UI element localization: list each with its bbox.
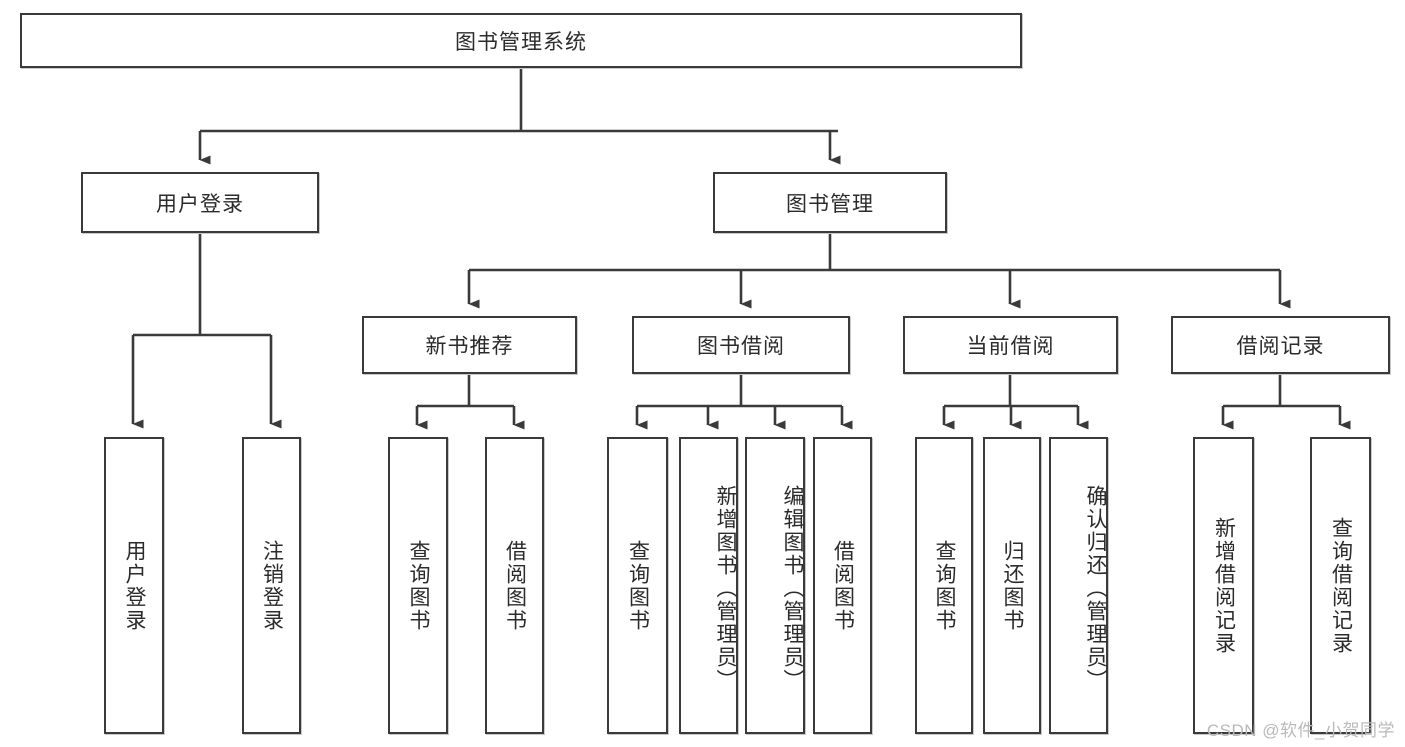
node-label: 归还图书 <box>1001 539 1025 632</box>
leaf-add-borrow-record[interactable]: 新增借阅记录 <box>1193 437 1254 734</box>
node-label: 当前借阅 <box>966 335 1055 358</box>
leaf-logout[interactable]: 注销登录 <box>242 437 301 734</box>
node-label: 借阅图书 <box>831 539 855 632</box>
node-root-system[interactable]: 图书管理系统 <box>20 13 1022 68</box>
leaf-query-book-recommend[interactable]: 查询图书 <box>388 437 448 734</box>
node-label: 注销登录 <box>260 539 284 632</box>
node-label: 新书推荐 <box>425 335 514 358</box>
leaf-confirm-return-admin[interactable]: 确认归还（管理员） <box>1049 437 1108 734</box>
node-label: 查询借阅记录 <box>1329 516 1353 655</box>
leaf-return-book[interactable]: 归还图书 <box>983 437 1041 734</box>
node-label: 查询图书 <box>626 539 650 632</box>
node-new-book-recommend[interactable]: 新书推荐 <box>362 316 577 374</box>
node-label: 编辑图书（管理员） <box>781 485 804 692</box>
node-label: 图书借阅 <box>697 335 785 358</box>
leaf-query-book-current[interactable]: 查询图书 <box>915 437 973 734</box>
leaf-user-login[interactable]: 用户登录 <box>104 437 164 734</box>
leaf-borrow-book[interactable]: 借阅图书 <box>813 437 872 734</box>
node-current-borrow[interactable]: 当前借阅 <box>903 316 1118 374</box>
node-label: 确认归还（管理员） <box>1084 485 1107 692</box>
leaf-borrow-book-recommend[interactable]: 借阅图书 <box>485 437 544 734</box>
node-book-management[interactable]: 图书管理 <box>713 172 947 233</box>
leaf-query-book-borrow[interactable]: 查询图书 <box>607 437 668 734</box>
node-label: 新增图书（管理员） <box>714 485 737 692</box>
node-label: 借阅图书 <box>503 539 527 632</box>
node-user-login[interactable]: 用户登录 <box>81 172 319 233</box>
node-label: 借阅记录 <box>1236 335 1325 358</box>
node-label: 用户登录 <box>156 192 244 216</box>
node-label: 新增借阅记录 <box>1212 516 1236 655</box>
node-label: 查询图书 <box>407 539 431 632</box>
node-borrow-records[interactable]: 借阅记录 <box>1171 316 1390 374</box>
leaf-edit-book-admin[interactable]: 编辑图书（管理员） <box>745 437 805 734</box>
leaf-add-book-admin[interactable]: 新增图书（管理员） <box>679 437 738 734</box>
node-label: 图书管理系统 <box>455 30 587 54</box>
node-label: 图书管理 <box>786 192 874 216</box>
node-label: 查询图书 <box>933 539 957 632</box>
leaf-query-borrow-record[interactable]: 查询借阅记录 <box>1310 437 1371 734</box>
node-book-borrow[interactable]: 图书借阅 <box>632 316 850 374</box>
node-label: 用户登录 <box>123 539 147 632</box>
